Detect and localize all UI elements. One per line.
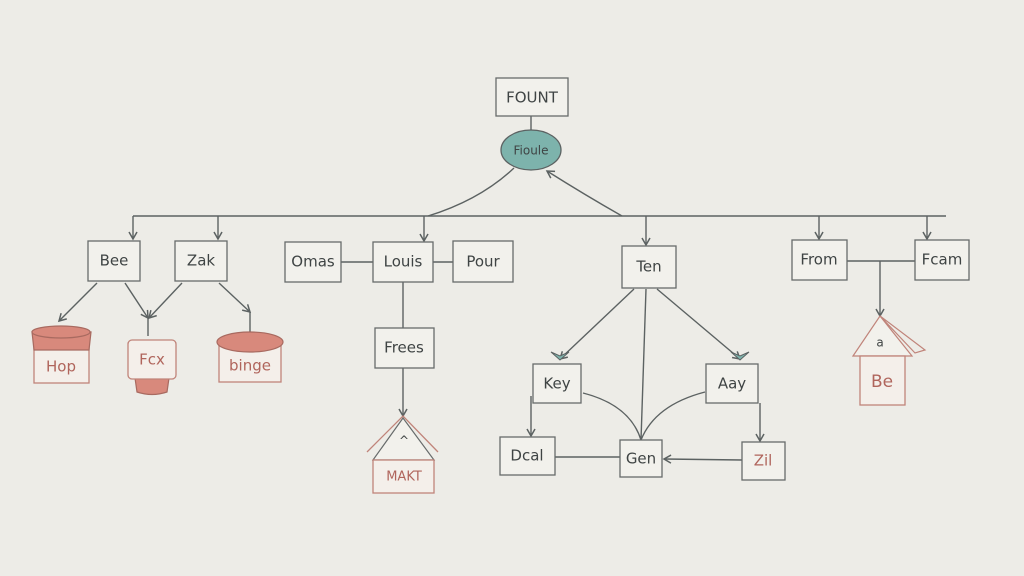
container-fcx[interactable]: Fcx — [127, 339, 177, 396]
node-louis[interactable]: Louis — [372, 241, 434, 283]
node-zil[interactable]: Zil — [741, 441, 786, 481]
node-make[interactable]: ^ MAKT — [366, 415, 439, 494]
be-symbol: a — [876, 336, 883, 350]
node-be[interactable]: a Be — [851, 314, 927, 406]
node-omas[interactable]: Omas — [284, 241, 342, 283]
node-label: Zil — [754, 452, 773, 470]
node-label: Louis — [384, 253, 423, 271]
teal-arrowhead-icon — [550, 351, 570, 361]
node-pour[interactable]: Pour — [452, 240, 514, 283]
node-label: From — [800, 251, 837, 269]
node-ten[interactable]: Ten — [621, 245, 677, 289]
node-frees[interactable]: Frees — [374, 327, 435, 369]
connectors — [57, 116, 946, 464]
node-zak[interactable]: Zak — [174, 240, 228, 282]
node-label: Key — [543, 375, 570, 393]
node-label: Hop — [46, 358, 76, 376]
node-hub[interactable]: Fioule — [500, 129, 562, 171]
node-dcal[interactable]: Dcal — [499, 436, 556, 476]
node-label: Frees — [384, 339, 424, 357]
node-bee[interactable]: Bee — [87, 240, 141, 282]
node-label: Zak — [187, 252, 215, 270]
make-symbol: ^ — [399, 434, 409, 448]
node-label: Gen — [626, 450, 656, 468]
node-label: Fioule — [513, 144, 548, 158]
node-aay[interactable]: Aay — [705, 363, 759, 404]
node-gen[interactable]: Gen — [619, 439, 663, 478]
teal-arrowhead-icon — [730, 351, 750, 361]
node-label: Fcam — [922, 251, 963, 269]
node-label: Fcx — [139, 351, 165, 369]
node-root[interactable]: FOUNT — [495, 77, 569, 117]
node-label: Bee — [100, 252, 129, 270]
container-binge[interactable]: binge — [216, 331, 284, 383]
node-label: Be — [871, 372, 893, 392]
node-label: Ten — [635, 258, 661, 276]
node-from[interactable]: From — [791, 239, 848, 281]
node-label: binge — [229, 357, 271, 375]
node-label: MAKT — [386, 470, 422, 485]
node-label: Dcal — [510, 447, 543, 465]
node-key[interactable]: Key — [532, 363, 582, 404]
node-label: Aay — [718, 375, 746, 393]
container-hop[interactable]: Hop — [31, 325, 92, 384]
node-label: FOUNT — [506, 89, 559, 107]
node-label: Pour — [466, 253, 500, 271]
node-fcam[interactable]: Fcam — [914, 239, 970, 281]
node-label: Omas — [291, 253, 335, 271]
